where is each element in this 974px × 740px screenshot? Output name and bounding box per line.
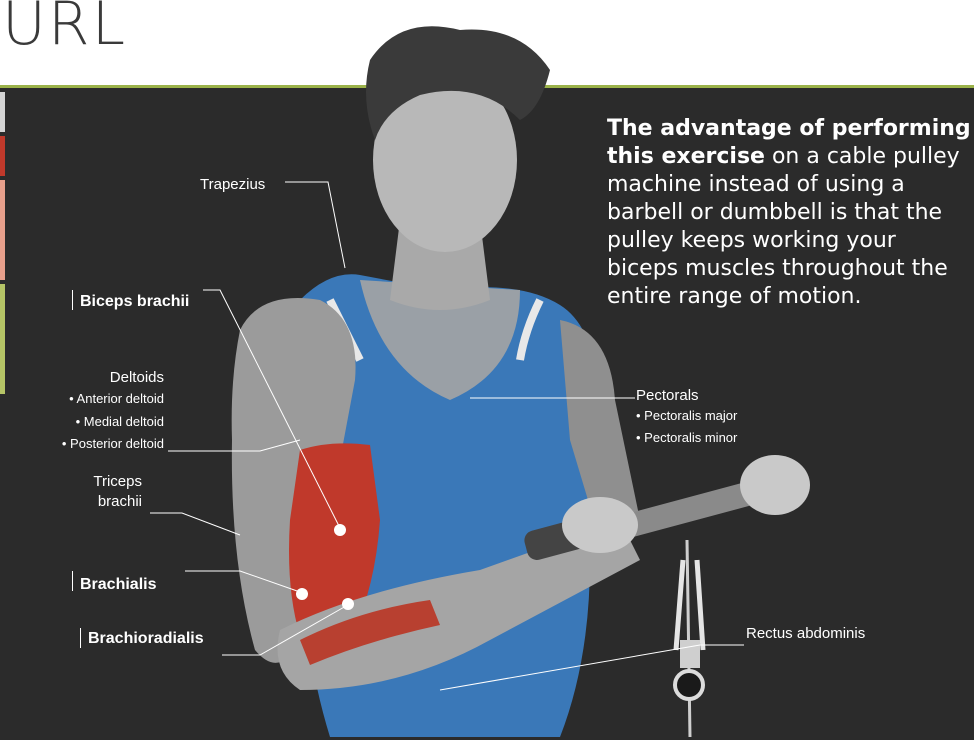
- label-triceps-line1: Triceps: [60, 472, 142, 491]
- label-posterior-deltoid: • Posterior deltoid: [20, 434, 164, 453]
- brachioradialis-label-bar: [80, 628, 81, 648]
- label-medial-deltoid: • Medial deltoid: [20, 412, 164, 431]
- marker-biceps: [334, 524, 346, 536]
- pulley-cable: [687, 540, 690, 737]
- label-biceps-brachii: Biceps brachii: [80, 292, 189, 311]
- right-hand: [740, 455, 810, 515]
- label-anterior-deltoid: • Anterior deltoid: [20, 389, 164, 408]
- label-brachioradialis: Brachioradialis: [88, 629, 204, 648]
- label-pectorals: Pectorals: [636, 386, 699, 405]
- marker-brachioradialis: [342, 598, 354, 610]
- label-pectoralis-major: • Pectoralis major: [636, 406, 737, 425]
- cable-clip: [680, 640, 700, 668]
- marker-brachialis: [296, 588, 308, 600]
- callout-text: The advantage of performing this exercis…: [607, 115, 972, 311]
- left-hand: [562, 497, 638, 553]
- pulley-ring: [675, 671, 703, 699]
- label-triceps-line2: brachii: [60, 492, 142, 511]
- label-deltoids: Deltoids: [30, 368, 164, 387]
- leader-trapezius: [285, 182, 345, 268]
- label-trapezius: Trapezius: [200, 175, 265, 194]
- brachialis-label-bar: [72, 571, 73, 591]
- label-pectoralis-minor: • Pectoralis minor: [636, 428, 737, 447]
- label-rectus-abdominis: Rectus abdominis: [746, 624, 865, 643]
- biceps-label-bar: [72, 290, 73, 310]
- label-brachialis: Brachialis: [80, 575, 156, 594]
- leader-triceps: [150, 513, 240, 535]
